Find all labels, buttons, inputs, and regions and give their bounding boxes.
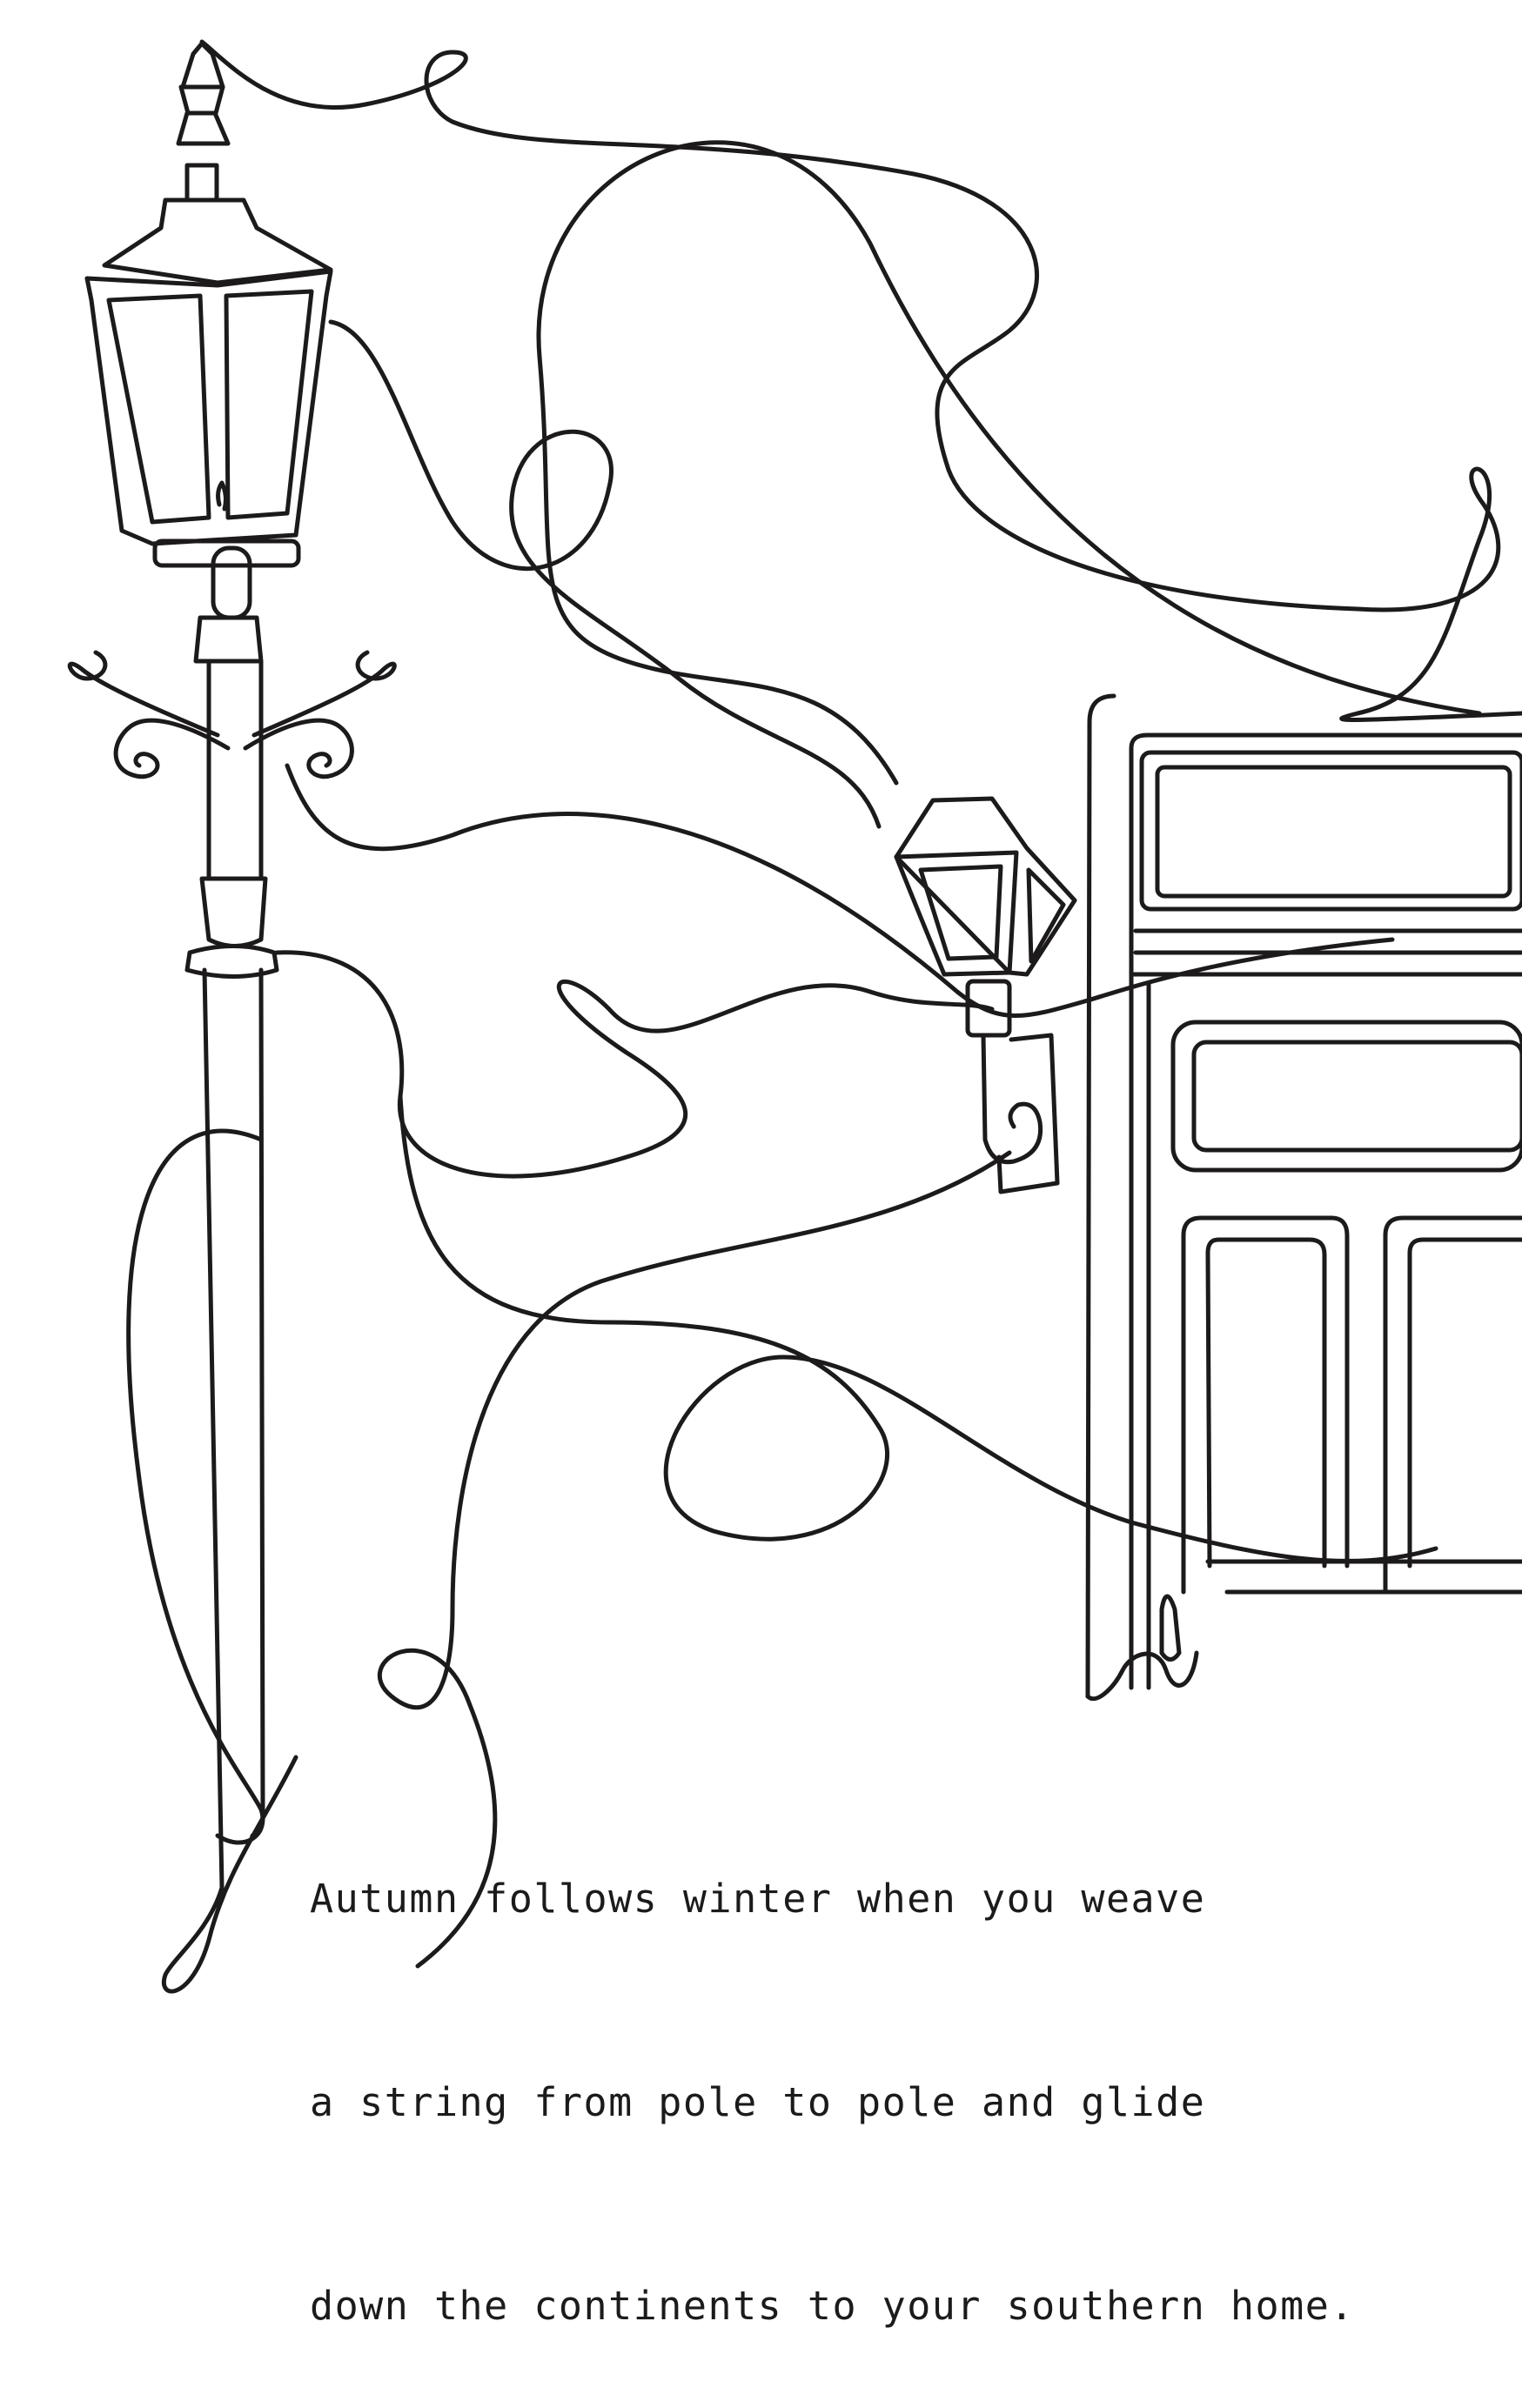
lamp-base-plate — [152, 538, 301, 568]
lamp-scroll-arm-right — [243, 718, 354, 779]
wall-lantern-pane — [918, 864, 1003, 961]
lamp-pane-left — [106, 293, 211, 525]
facade-sign-panel — [1139, 750, 1522, 912]
facade-outer-frame — [1085, 693, 1522, 1699]
poem-text: Autumn follows winter when you weave a s… — [310, 1729, 1355, 2408]
string-branch-1 — [328, 319, 882, 829]
lamp-post-bulge — [199, 876, 268, 948]
facade-sill — [1205, 1559, 1522, 1595]
lamp-roof — [102, 197, 333, 285]
poem-line-3: down the continents to your southern hom… — [310, 2283, 1355, 2329]
lamp-post-upper — [211, 545, 252, 620]
lamp-post-shaft — [202, 967, 265, 1890]
lamp-scroll-arm-left — [113, 718, 231, 779]
continuous-string-line — [199, 39, 1522, 722]
facade-window-left — [1181, 1215, 1350, 1595]
string-branch-3 — [285, 763, 1395, 1018]
facade-transom-window — [1170, 1020, 1522, 1173]
wall-lantern-roof — [894, 796, 1077, 977]
facade-door-handle — [1159, 1594, 1182, 1662]
line-art-illustration — [67, 39, 1522, 1994]
lamp-cap — [176, 84, 231, 146]
wall-lantern-plate — [996, 1033, 1060, 1194]
lamp-scroll-arm-right-upper — [251, 650, 397, 738]
string-branch-8 — [1085, 1650, 1199, 1702]
string-branch-4 — [274, 950, 995, 1179]
string-branch-7 — [126, 1128, 298, 1994]
facade-sign-inner — [1155, 765, 1512, 899]
lamp-collar — [193, 615, 264, 664]
string-branch-5 — [398, 1094, 1438, 1563]
wall-lantern-body — [894, 850, 1019, 977]
string-branch-2 — [536, 140, 1482, 786]
string-branch-6 — [378, 1150, 1012, 1969]
lamp-lantern — [84, 269, 333, 546]
wall-lantern-bracket — [981, 1033, 1043, 1165]
lamp-flame — [216, 480, 228, 512]
lamp-cap-neck — [184, 163, 219, 203]
poem-line-1: Autumn follows winter when you weave — [310, 1876, 1206, 1922]
facade-window-right — [1383, 1215, 1522, 1595]
lamp-scroll-arm-left-upper — [67, 650, 220, 738]
wall-lantern-pane-side — [1026, 867, 1066, 964]
facade-transom — [1129, 972, 1522, 1690]
lamp-pane-right — [224, 289, 314, 520]
wall-lantern-illustration — [894, 796, 1077, 1194]
poem-line-2: a string from pole to pole and glide — [310, 2079, 1206, 2125]
facade-transom-window-inner — [1191, 1040, 1522, 1153]
lamp-finial — [180, 41, 225, 90]
wall-lantern-neck — [965, 979, 1012, 1038]
lamp-post-mid — [206, 659, 264, 881]
building-facade-illustration — [1085, 693, 1522, 1699]
lamp-post-ring — [184, 944, 279, 979]
facade-cornice — [1133, 928, 1522, 955]
